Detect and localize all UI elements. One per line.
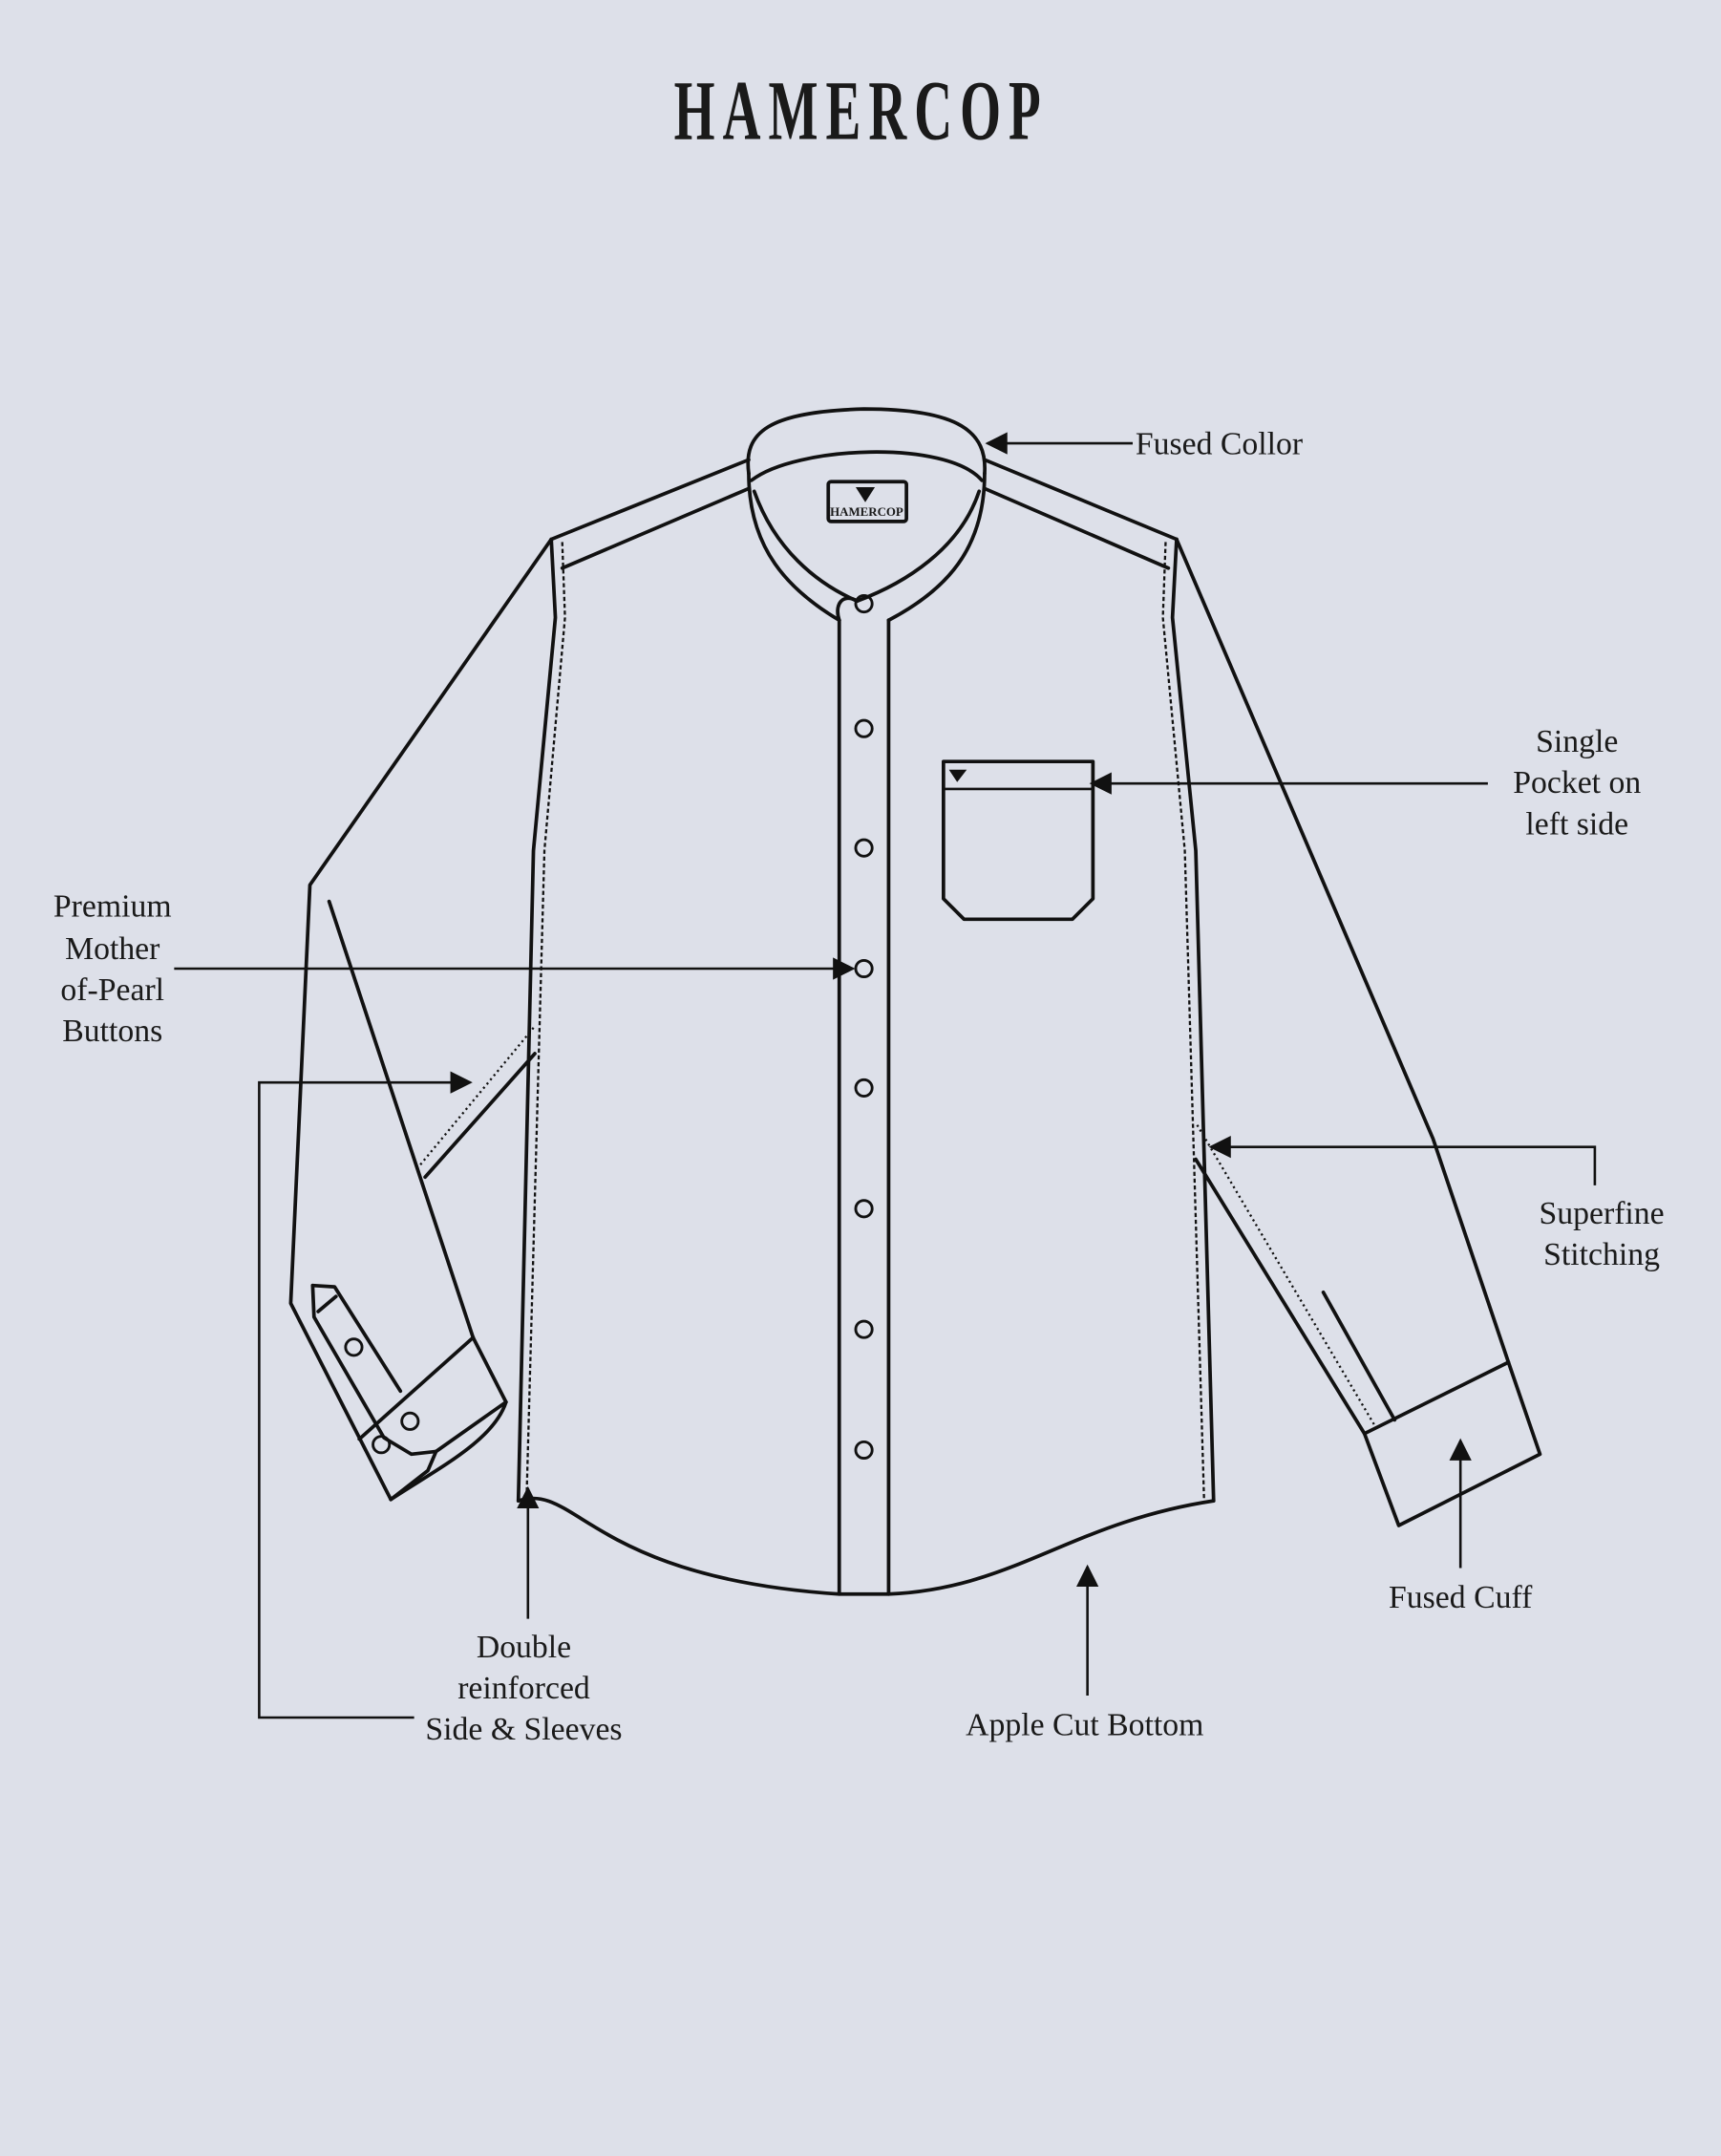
callout-text: of-Pearl	[60, 972, 164, 1008]
callout-text: Single	[1536, 724, 1618, 759]
button-icon	[854, 1440, 874, 1461]
callout-text: Superfine	[1540, 1196, 1665, 1231]
button-icon	[854, 1199, 874, 1219]
collar-label: HAMERCOP	[826, 480, 908, 523]
callout-text: Double	[477, 1630, 571, 1665]
sleeve-arrow	[258, 1071, 473, 1719]
callout-fused-collar: Fused Collor	[1136, 427, 1303, 462]
cuff-button-icon	[400, 1411, 420, 1431]
button-icon	[854, 1078, 874, 1098]
callout-arrows	[174, 432, 1597, 1719]
chest-pocket	[942, 759, 1095, 922]
callout-text: Pocket on	[1513, 765, 1641, 800]
callout-cuff: Fused Cuff	[1389, 1580, 1533, 1615]
callout-text: Apple Cut Bottom	[966, 1708, 1203, 1743]
collar-label-text: HAMERCOP	[830, 504, 903, 519]
callout-text: Premium	[53, 888, 172, 924]
callout-text: reinforced	[457, 1671, 590, 1706]
button-icon	[854, 838, 874, 858]
stitching-arrow	[1208, 1136, 1597, 1185]
hamercop-logo-icon	[948, 769, 967, 782]
callout-text: Mother	[65, 931, 159, 967]
cuff-button-icon	[372, 1435, 392, 1455]
callout-text: Fused Cuff	[1389, 1580, 1533, 1615]
callout-text: Buttons	[62, 1014, 162, 1049]
right-sleeve	[1175, 537, 1542, 1527]
cuff-button-icon	[344, 1337, 364, 1357]
callout-bottom: Apple Cut Bottom	[966, 1708, 1203, 1743]
button-icon	[854, 958, 874, 979]
button-icon	[854, 718, 874, 738]
callout-text: Fused Collor	[1136, 427, 1303, 462]
brand-title: HAMERCOP	[674, 64, 1049, 159]
button-icon	[854, 1319, 874, 1339]
shirt-body	[516, 458, 1216, 1596]
button-icon	[854, 594, 874, 614]
callout-reinforced: Double reinforced Side & Sleeves	[425, 1630, 622, 1747]
callout-text: Side & Sleeves	[425, 1712, 622, 1747]
callout-pocket: Single Pocket on left side	[1513, 724, 1641, 842]
hamercop-logo-icon	[855, 487, 876, 502]
placket-buttons	[854, 594, 874, 1461]
callout-buttons: Premium Mother of-Pearl Buttons	[53, 888, 172, 1049]
callout-text: left side	[1525, 806, 1628, 842]
callout-text: Stitching	[1543, 1237, 1660, 1272]
callout-stitching: Superfine Stitching	[1540, 1196, 1665, 1272]
left-sleeve	[288, 537, 554, 1502]
